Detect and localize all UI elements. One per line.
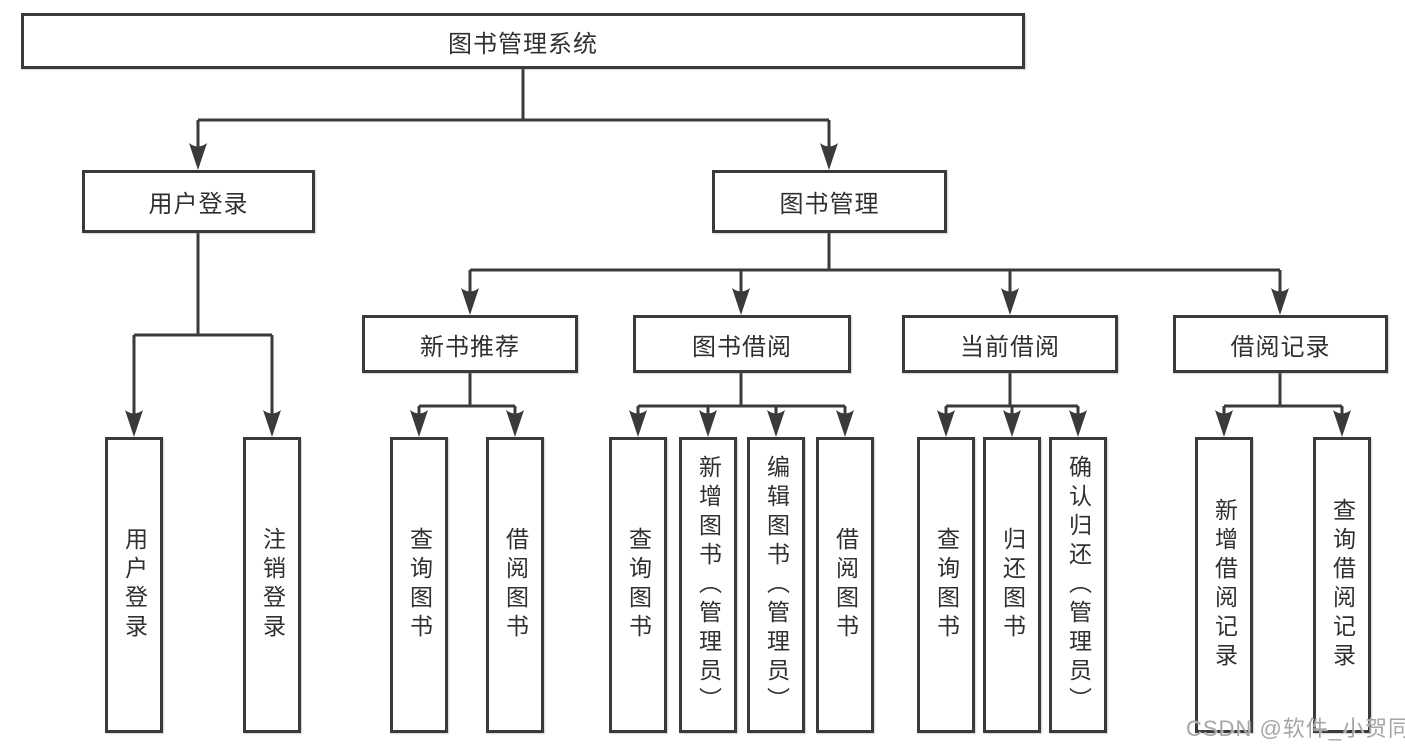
leaf-query-book-3: 查询图书 xyxy=(917,437,975,733)
node-borrow-record: 借阅记录 xyxy=(1173,315,1388,373)
connector-current-borrow-to-leaves xyxy=(937,373,1087,437)
connector-book-borrow-to-leaves xyxy=(629,373,854,437)
leaf-logout: 注销登录 xyxy=(243,437,301,733)
connector-root-to-level2 xyxy=(189,68,838,170)
leaf-query-book-2: 查询图书 xyxy=(609,437,667,733)
leaf-add-borrow-record: 新增借阅记录 xyxy=(1195,437,1253,733)
connector-user-login-to-leaves xyxy=(125,233,281,437)
connector-borrow-record-to-leaves xyxy=(1215,373,1351,437)
leaf-return-book: 归还图书 xyxy=(983,437,1041,733)
leaf-query-borrow-record: 查询借阅记录 xyxy=(1313,437,1371,733)
leaf-query-book-1: 查询图书 xyxy=(390,437,448,733)
leaf-borrow-book-2: 借阅图书 xyxy=(816,437,874,733)
node-root-system: 图书管理系统 xyxy=(21,13,1025,69)
node-book-management: 图书管理 xyxy=(712,170,947,233)
leaf-user-login: 用户登录 xyxy=(105,437,163,733)
leaf-borrow-book-1: 借阅图书 xyxy=(486,437,544,733)
leaf-add-book-admin: 新增图书（管理员） xyxy=(679,437,737,733)
connector-new-book-to-leaves xyxy=(410,373,524,437)
node-new-book-recommend: 新书推荐 xyxy=(362,315,578,373)
connector-book-mgmt-to-level3 xyxy=(461,233,1289,315)
node-book-borrow: 图书借阅 xyxy=(633,315,851,373)
csdn-watermark: CSDN @软件_小贺同学 xyxy=(1186,716,1405,741)
leaf-edit-book-admin: 编辑图书（管理员） xyxy=(747,437,805,733)
node-current-borrow: 当前借阅 xyxy=(902,315,1118,373)
node-user-login: 用户登录 xyxy=(82,170,315,233)
leaf-confirm-return-admin: 确认归还（管理员） xyxy=(1049,437,1107,733)
